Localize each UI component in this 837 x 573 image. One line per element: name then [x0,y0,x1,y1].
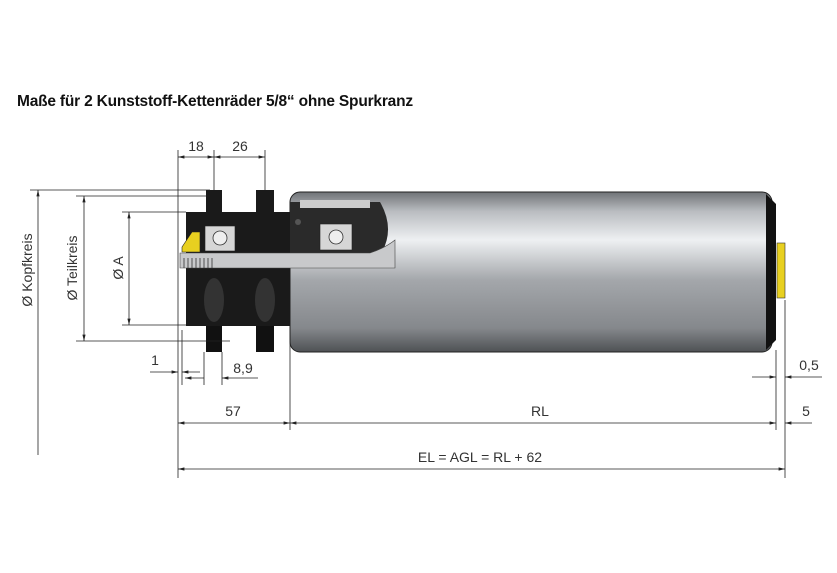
end-cap [776,242,786,299]
cutaway-section [290,200,389,262]
dimension-lines [36,155,822,471]
dim-18: 18 [188,138,204,154]
dim-el: EL = AGL = RL + 62 [418,449,542,465]
dim-teilkreis: Ø Teilkreis [64,235,80,300]
dim-5: 5 [802,403,810,419]
dim-57: 57 [225,403,241,419]
dim-a: Ø A [110,256,126,280]
dim-kopfkreis: Ø Kopfkreis [19,233,35,306]
sprocket-assembly [181,190,290,352]
roller-tube [289,191,786,353]
extension-lines [30,150,786,478]
dim-8-9: 8,9 [233,360,253,376]
dim-0-5: 0,5 [799,357,819,373]
dim-26: 26 [232,138,248,154]
axle [179,239,396,269]
dim-1: 1 [151,352,159,368]
dim-rl: RL [531,403,549,419]
diagram-title: Maße für 2 Kunststoff-Kettenräder 5/8“ o… [17,93,413,110]
